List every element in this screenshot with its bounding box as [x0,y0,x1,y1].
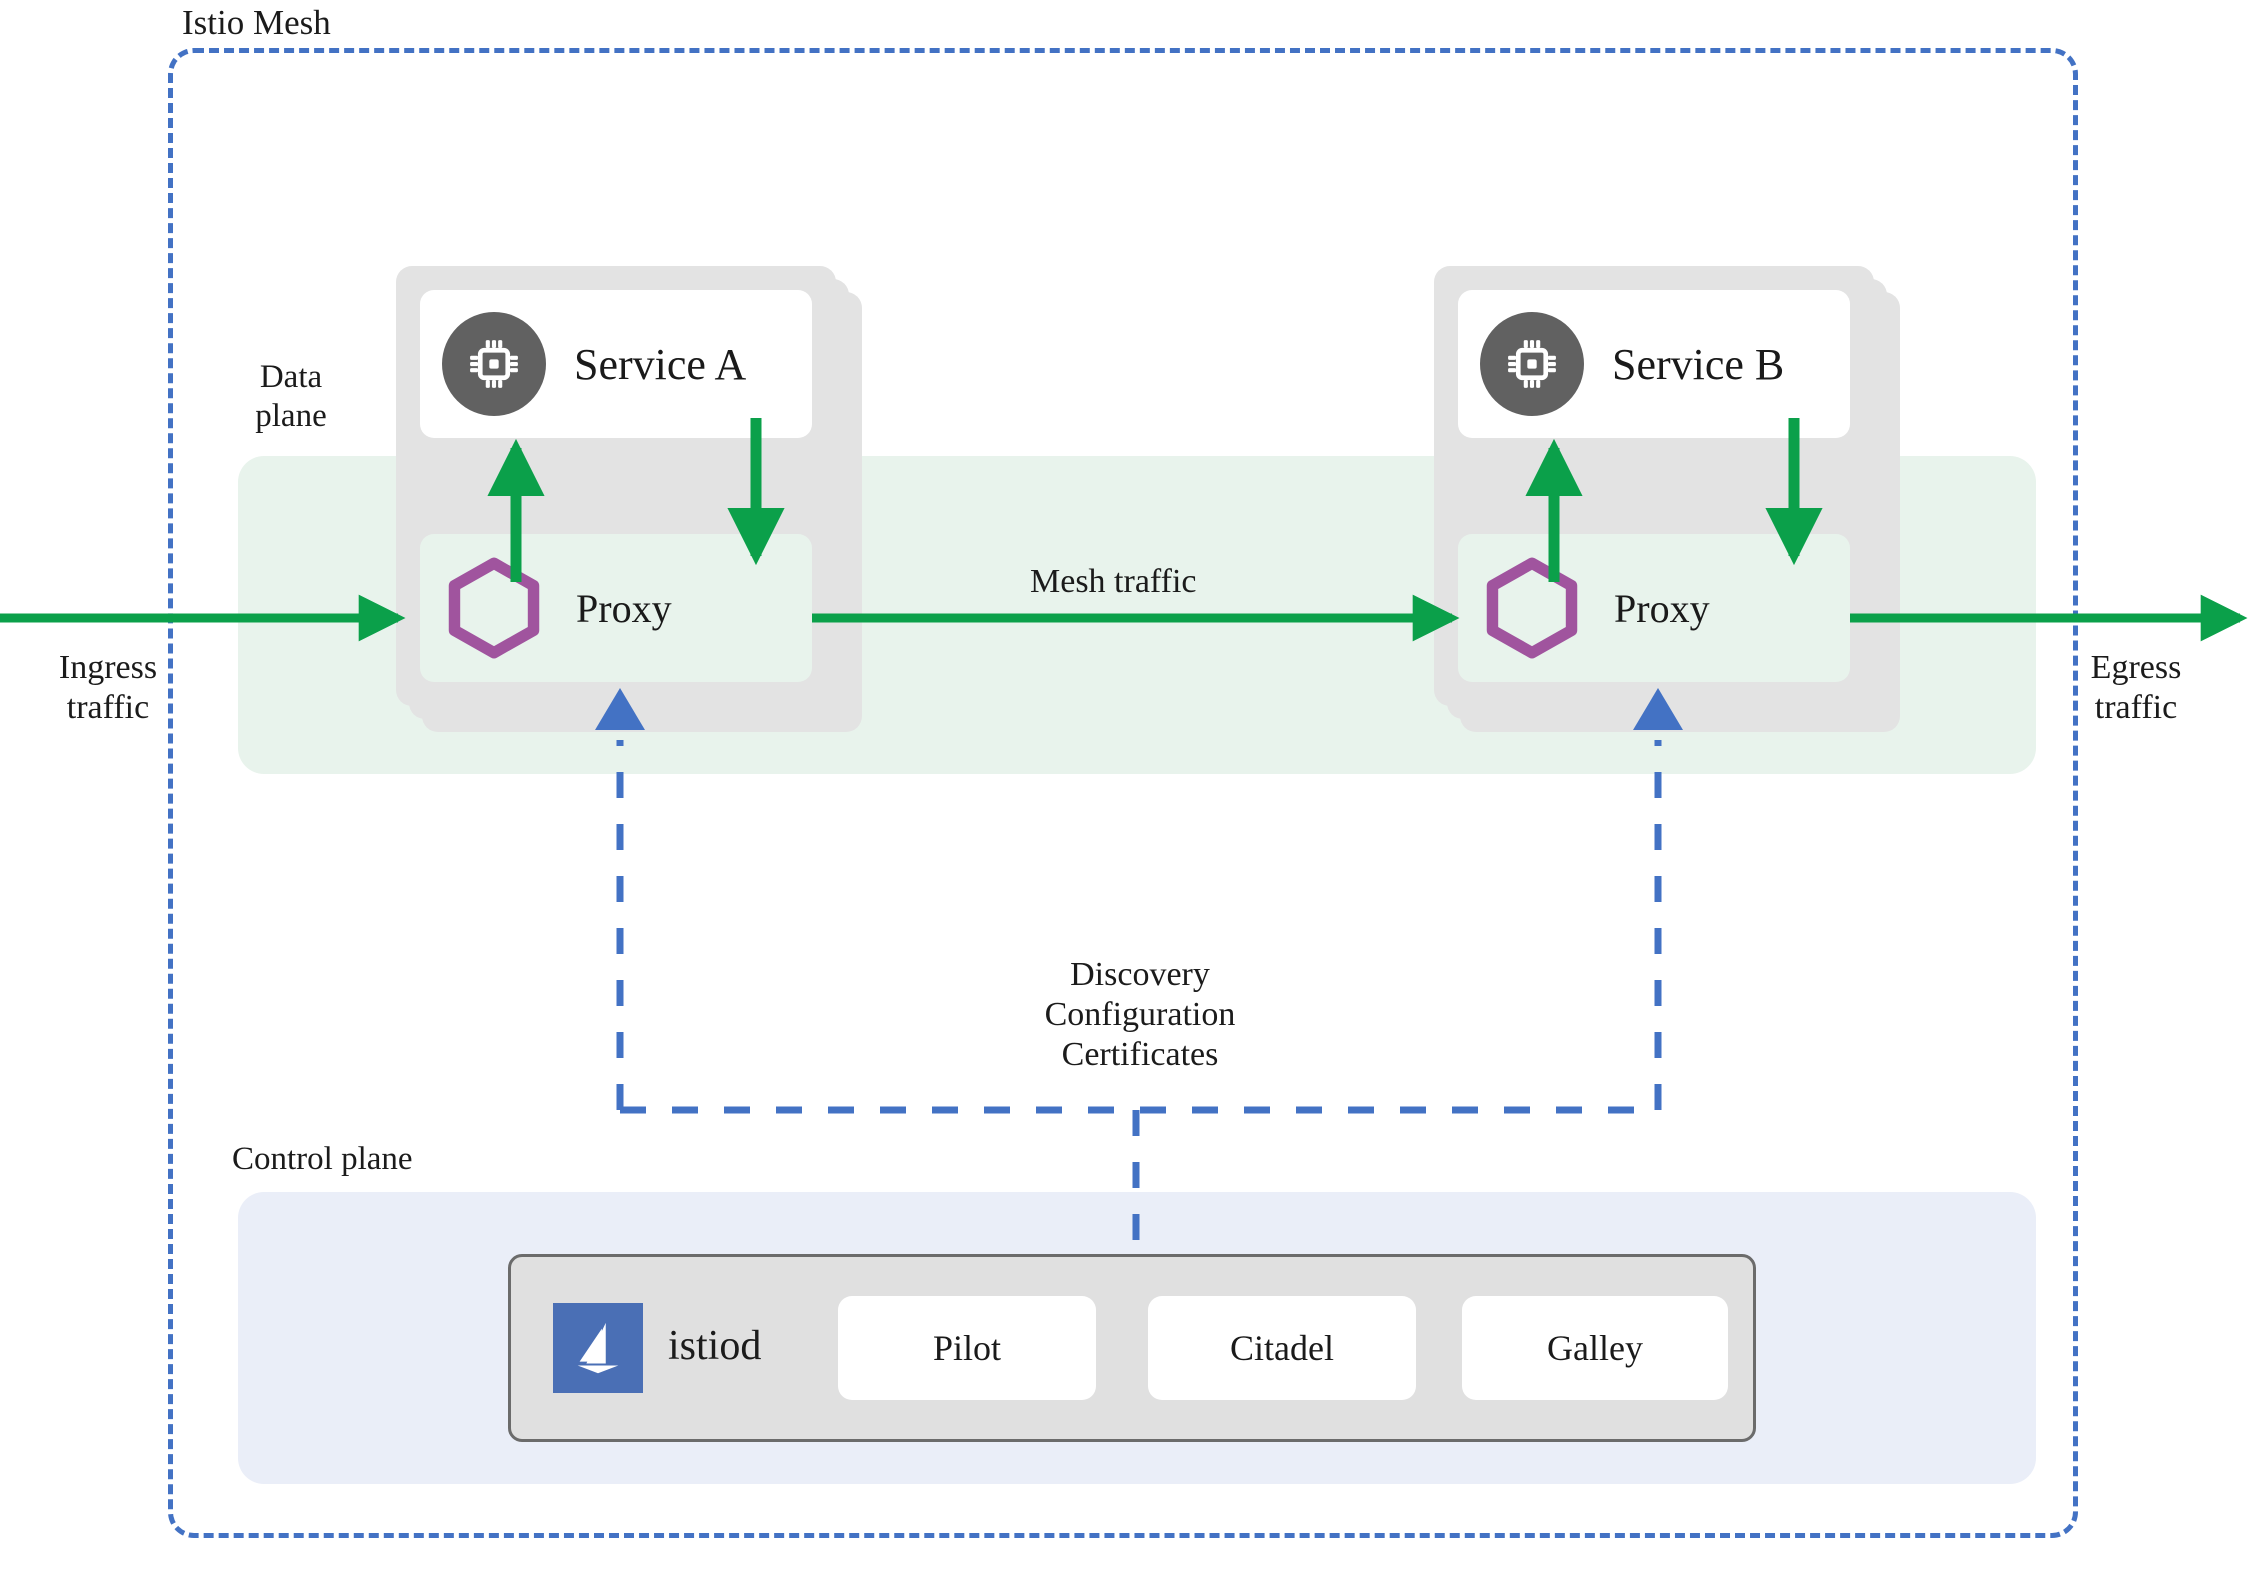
data-plane-line2: plane [255,397,327,434]
egress-line1: Egress [2090,649,2182,686]
discovery-line2: Configuration [1044,996,1236,1034]
pod-service-b: Service B Proxy [1434,266,1914,746]
service-a-label: Service A [574,339,747,389]
proxy-b-card: Proxy [1458,534,1850,682]
component-galley-label: Galley [1547,1328,1643,1368]
data-plane-line1: Data [259,359,323,395]
discovery-line3: Certificates [1061,1036,1219,1074]
proxy-a-label: Proxy [576,585,672,631]
ingress-line1: Ingress [58,649,158,686]
hexagon-icon [448,557,540,659]
page-title: Istio Mesh [182,3,331,42]
istiod-label: istiod [668,1323,762,1369]
component-citadel-label: Citadel [1230,1328,1334,1368]
proxy-a-card: Proxy [420,534,812,682]
service-b-card: Service B [1458,290,1850,438]
mesh-traffic-label: Mesh traffic [1030,563,1197,600]
service-a-card: Service A [420,290,812,438]
control-plane-label: Control plane [232,1141,413,1177]
component-galley[interactable]: Galley [1462,1296,1728,1400]
component-pilot-label: Pilot [932,1328,1002,1368]
pod-service-a: Service A Proxy [396,266,876,746]
hexagon-icon [1486,557,1578,659]
discovery-line1: Discovery [1070,956,1210,993]
cpu-chip-icon [442,312,546,416]
istio-mesh-boundary [168,48,2078,1538]
egress-line2: traffic [2094,689,2178,727]
component-citadel[interactable]: Citadel [1148,1296,1416,1400]
istio-sail-logo-icon [553,1303,643,1393]
component-pilot[interactable]: Pilot [838,1296,1096,1400]
proxy-b-label: Proxy [1614,585,1710,631]
service-b-label: Service B [1612,339,1785,389]
ingress-line2: traffic [66,689,150,727]
cpu-chip-icon [1480,312,1584,416]
